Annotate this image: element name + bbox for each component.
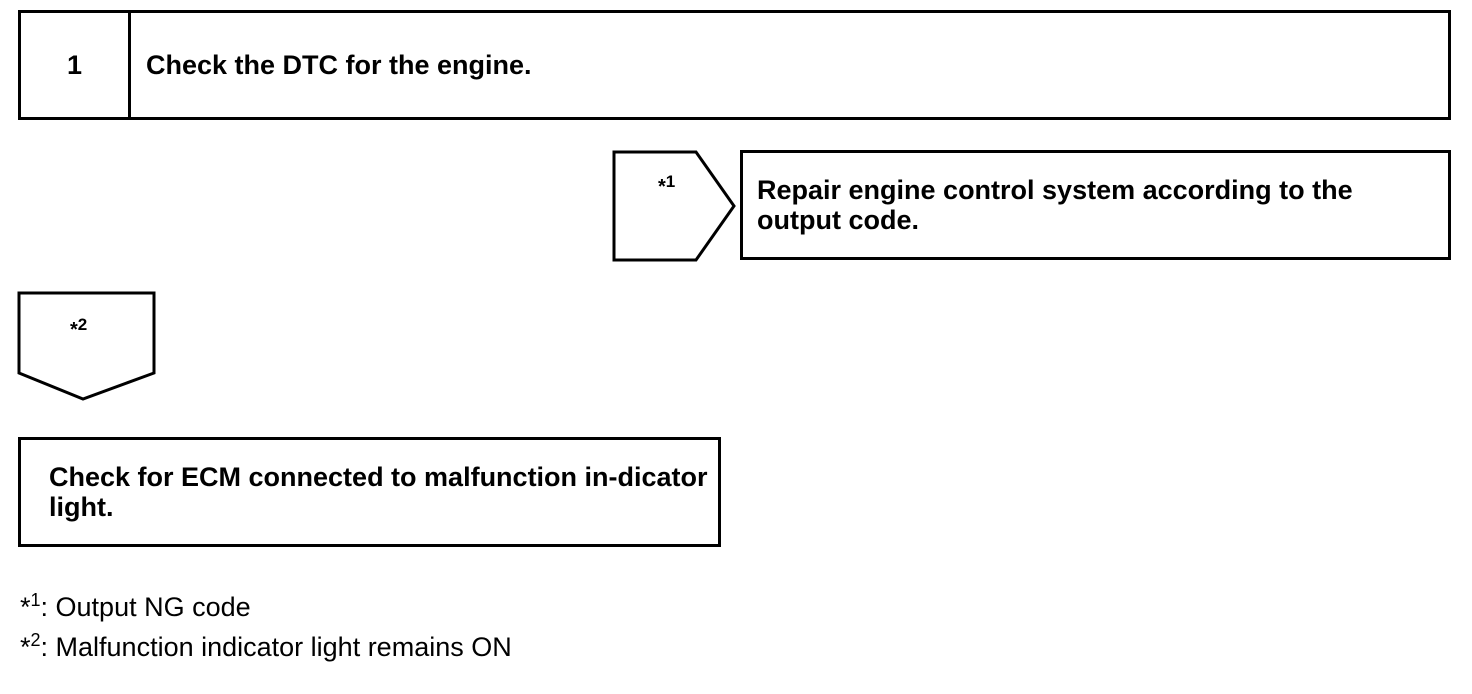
right-arrow-shape	[612, 150, 736, 262]
step-title: Check the DTC for the engine.	[146, 49, 532, 80]
check-ecm-box: Check for ECM connected to malfunction i…	[18, 437, 721, 547]
footnote-2: *2: Malfunction indicator light remains …	[20, 630, 512, 663]
check-ecm-text: Check for ECM connected to malfunction i…	[49, 462, 708, 522]
footnote-star: *	[20, 592, 31, 622]
footnote-text: : Output NG code	[40, 592, 251, 622]
repair-result-text: Repair engine control system according t…	[757, 175, 1353, 235]
repair-result-box: Repair engine control system according t…	[740, 150, 1451, 260]
footnote-1: *1: Output NG code	[20, 590, 251, 623]
marker-number: 2	[77, 315, 88, 334]
marker-number: 1	[665, 172, 676, 191]
marker-star: *	[658, 176, 666, 198]
step-box: 1 Check the DTC for the engine.	[18, 10, 1451, 120]
branch-marker-2: *2	[70, 315, 87, 342]
footnote-number: 2	[30, 630, 41, 650]
branch-marker-1: *1	[658, 172, 675, 199]
footnote-text: : Malfunction indicator light remains ON	[40, 632, 512, 662]
footnote-number: 1	[30, 590, 41, 610]
footnote-star: *	[20, 632, 31, 662]
down-arrow-shape	[17, 291, 156, 401]
marker-star: *	[70, 319, 78, 341]
step-number: 1	[21, 13, 131, 117]
